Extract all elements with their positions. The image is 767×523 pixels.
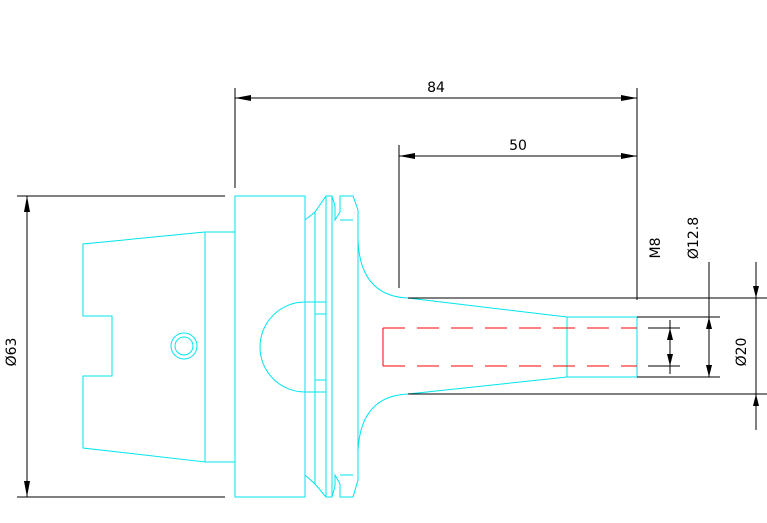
dimension-m8-d12-8: M8 Ø12.8 xyxy=(648,217,702,374)
tool-holder-outline xyxy=(82,195,638,498)
hidden-bore xyxy=(382,327,637,367)
tapered-nose xyxy=(407,297,638,395)
flange xyxy=(234,195,306,498)
dimension-50: 50 xyxy=(398,138,637,288)
v-groove xyxy=(304,195,359,498)
retention-hole xyxy=(170,332,198,360)
dimension-d12-8-label: Ø12.8 xyxy=(686,217,702,259)
dimension-d63: Ø63 xyxy=(4,195,225,498)
dimension-outer-envelope xyxy=(408,262,767,430)
dimension-d63-label: Ø63 xyxy=(4,338,20,367)
dimension-84-label: 84 xyxy=(427,80,445,96)
dimension-84: 84 xyxy=(234,80,638,300)
dimension-50-label: 50 xyxy=(509,138,527,154)
dimension-d20-label: Ø20 xyxy=(734,338,750,367)
taper-shank xyxy=(82,231,206,463)
flange-boss xyxy=(259,301,315,393)
neck-fillet xyxy=(357,239,409,299)
dimension-d20: Ø20 xyxy=(637,262,750,378)
dimension-m8-label: M8 xyxy=(648,238,664,259)
